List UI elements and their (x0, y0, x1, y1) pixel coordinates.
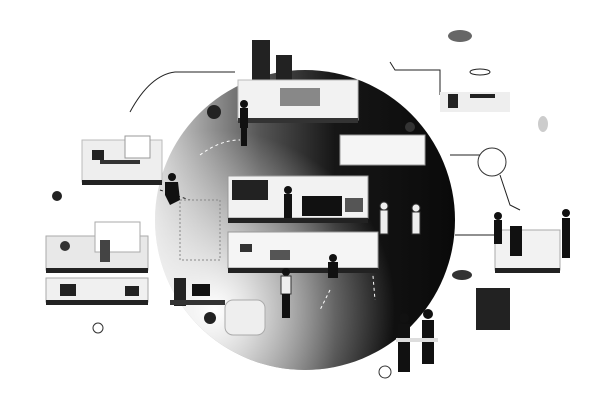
people-standing-bottom (396, 309, 438, 372)
small-circle-icon (92, 322, 104, 334)
dining-area (440, 30, 548, 132)
center-room-lower (227, 231, 379, 273)
reception-desk (339, 122, 426, 166)
left-office (81, 135, 163, 185)
person-walking-left (165, 173, 180, 205)
globe-lamp (207, 105, 221, 119)
center-room-upper (227, 175, 369, 223)
person-with-tablet (280, 268, 292, 318)
people-meeting (379, 201, 421, 235)
tree-icon (52, 191, 62, 201)
clock-icon (477, 147, 507, 177)
small-circle-icon (378, 365, 392, 379)
person-center-standing (284, 186, 292, 218)
left-room-upper (45, 221, 149, 273)
fence (179, 199, 221, 261)
person-seated-center (328, 254, 338, 278)
left-room-lower (45, 277, 149, 305)
kiosk (452, 270, 510, 330)
bottom-workstation (170, 278, 266, 336)
person-standing-top (240, 100, 248, 146)
presentation-room (494, 209, 570, 273)
top-room (237, 40, 359, 123)
